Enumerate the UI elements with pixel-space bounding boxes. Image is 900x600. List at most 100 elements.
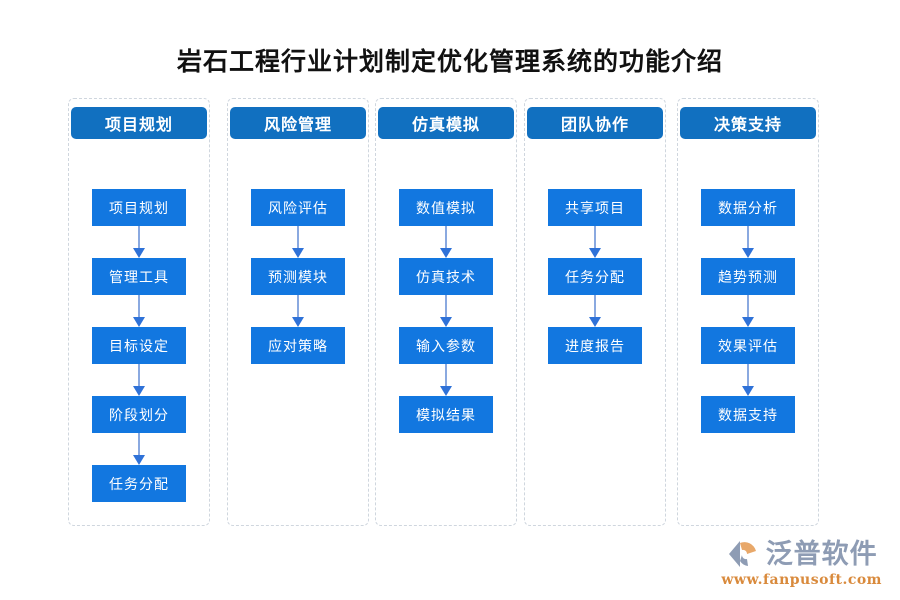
arrow-shaft [445, 295, 447, 319]
column-header-5[interactable]: 决策支持 [680, 107, 816, 139]
node-wrapper: 风险评估 [228, 189, 368, 258]
column-node-list-2: 风险评估预测模块应对策略 [228, 189, 368, 396]
arrow-shaft [138, 226, 140, 250]
node-wrapper: 效果评估 [678, 327, 818, 396]
arrow-down-icon [133, 364, 145, 396]
flowchart-board: 项目规划项目规划管理工具目标设定阶段划分任务分配风险管理风险评估预测模块应对策略… [68, 98, 832, 528]
arrow-shaft [297, 226, 299, 250]
node-wrapper: 模拟结果 [376, 396, 516, 465]
arrow-down-icon [133, 433, 145, 465]
arrow-head [133, 386, 145, 396]
arrow-down-icon [133, 295, 145, 327]
arrow-head [742, 386, 754, 396]
brand-row: 泛普软件 [726, 537, 878, 571]
arrow-head [589, 248, 601, 258]
node-wrapper: 任务分配 [69, 465, 209, 534]
flow-node[interactable]: 数值模拟 [399, 189, 493, 226]
column-node-list-3: 数值模拟仿真技术输入参数模拟结果 [376, 189, 516, 465]
arrow-head [133, 248, 145, 258]
node-wrapper: 数值模拟 [376, 189, 516, 258]
flow-node[interactable]: 共享项目 [548, 189, 642, 226]
column-node-list-4: 共享项目任务分配进度报告 [525, 189, 665, 396]
node-wrapper: 预测模块 [228, 258, 368, 327]
flow-node[interactable]: 目标设定 [92, 327, 186, 364]
column-header-2[interactable]: 风险管理 [230, 107, 366, 139]
flow-node[interactable]: 输入参数 [399, 327, 493, 364]
node-wrapper: 趋势预测 [678, 258, 818, 327]
flow-node[interactable]: 任务分配 [92, 465, 186, 502]
flow-node[interactable]: 数据支持 [701, 396, 795, 433]
flow-node[interactable]: 管理工具 [92, 258, 186, 295]
arrow-head [742, 248, 754, 258]
arrow-head [292, 248, 304, 258]
flow-node[interactable]: 模拟结果 [399, 396, 493, 433]
flow-node[interactable]: 风险评估 [251, 189, 345, 226]
fanpu-logo-icon [726, 537, 760, 571]
arrow-down-icon [292, 295, 304, 327]
arrow-down-icon [133, 226, 145, 258]
node-wrapper: 仿真技术 [376, 258, 516, 327]
node-wrapper: 管理工具 [69, 258, 209, 327]
flow-column-4: 团队协作共享项目任务分配进度报告 [524, 98, 666, 526]
arrow-head [742, 317, 754, 327]
brand-name: 泛普软件 [765, 538, 878, 570]
node-wrapper: 应对策略 [228, 327, 368, 396]
column-node-list-1: 项目规划管理工具目标设定阶段划分任务分配 [69, 189, 209, 534]
arrow-shaft [138, 364, 140, 388]
arrow-shaft [138, 295, 140, 319]
flow-node[interactable]: 趋势预测 [701, 258, 795, 295]
flow-node[interactable]: 应对策略 [251, 327, 345, 364]
flow-node[interactable]: 仿真技术 [399, 258, 493, 295]
node-wrapper: 数据分析 [678, 189, 818, 258]
node-wrapper: 项目规划 [69, 189, 209, 258]
flow-column-1: 项目规划项目规划管理工具目标设定阶段划分任务分配 [68, 98, 210, 526]
flow-column-3: 仿真模拟数值模拟仿真技术输入参数模拟结果 [375, 98, 517, 526]
flow-node[interactable]: 预测模块 [251, 258, 345, 295]
arrow-shaft [445, 226, 447, 250]
arrow-shaft [445, 364, 447, 388]
node-wrapper: 进度报告 [525, 327, 665, 396]
arrow-down-icon [440, 295, 452, 327]
arrow-shaft [594, 226, 596, 250]
flow-node[interactable]: 数据分析 [701, 189, 795, 226]
arrow-down-icon [440, 226, 452, 258]
arrow-head [589, 317, 601, 327]
node-wrapper: 阶段划分 [69, 396, 209, 465]
node-wrapper: 共享项目 [525, 189, 665, 258]
arrow-head [440, 386, 452, 396]
flow-column-2: 风险管理风险评估预测模块应对策略 [227, 98, 369, 526]
node-wrapper: 输入参数 [376, 327, 516, 396]
flow-node[interactable]: 项目规划 [92, 189, 186, 226]
arrow-down-icon [589, 226, 601, 258]
flow-node[interactable]: 任务分配 [548, 258, 642, 295]
node-wrapper: 任务分配 [525, 258, 665, 327]
arrow-head [440, 248, 452, 258]
arrow-down-icon [742, 295, 754, 327]
flow-column-5: 决策支持数据分析趋势预测效果评估数据支持 [677, 98, 819, 526]
arrow-down-icon [292, 226, 304, 258]
arrow-down-icon [589, 295, 601, 327]
arrow-head [133, 455, 145, 465]
arrow-down-icon [742, 364, 754, 396]
arrow-shaft [297, 295, 299, 319]
brand-url: www.fanpusoft.com [721, 572, 882, 588]
arrow-down-icon [440, 364, 452, 396]
node-wrapper: 目标设定 [69, 327, 209, 396]
arrow-shaft [138, 433, 140, 457]
column-header-4[interactable]: 团队协作 [527, 107, 663, 139]
arrow-head [133, 317, 145, 327]
arrow-head [292, 317, 304, 327]
arrow-down-icon [742, 226, 754, 258]
column-header-3[interactable]: 仿真模拟 [378, 107, 514, 139]
flow-node[interactable]: 效果评估 [701, 327, 795, 364]
column-node-list-5: 数据分析趋势预测效果评估数据支持 [678, 189, 818, 465]
arrow-head [440, 317, 452, 327]
arrow-shaft [747, 364, 749, 388]
node-wrapper: 数据支持 [678, 396, 818, 465]
arrow-shaft [594, 295, 596, 319]
column-header-1[interactable]: 项目规划 [71, 107, 207, 139]
flow-node[interactable]: 阶段划分 [92, 396, 186, 433]
flow-node[interactable]: 进度报告 [548, 327, 642, 364]
arrow-shaft [747, 295, 749, 319]
brand-watermark: 泛普软件 www.fanpusoft.com [721, 537, 882, 589]
